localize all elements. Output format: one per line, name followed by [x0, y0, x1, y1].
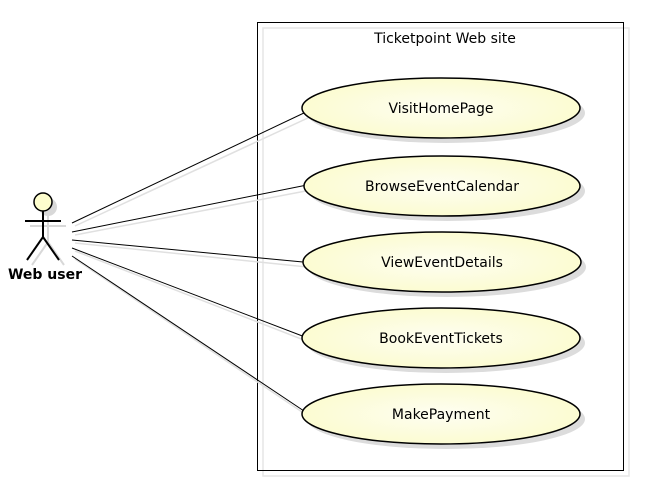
actor-web-user[interactable]: Web user [8, 192, 82, 283]
usecase-browse-event-calendar[interactable]: BrowseEventCalendar [303, 155, 585, 221]
usecase-visit-home-page[interactable]: VisitHomePage [301, 77, 585, 143]
actor-icon [25, 192, 61, 261]
usecase-label: ViewEventDetails [381, 255, 503, 271]
actor-label: Web user [8, 267, 82, 283]
use-cases: VisitHomePage BrowseEventCalendar ViewEv… [301, 77, 586, 449]
associations [71, 111, 312, 417]
association-line [71, 184, 312, 236]
usecase-label: BookEventTickets [379, 331, 503, 347]
usecase-book-event-tickets[interactable]: BookEventTickets [301, 307, 585, 373]
usecase-label: VisitHomePage [388, 101, 493, 117]
usecase-make-payment[interactable]: MakePayment [301, 383, 585, 449]
system-title: Ticketpoint Web site [373, 31, 516, 47]
usecase-view-event-details[interactable]: ViewEventDetails [302, 231, 586, 297]
usecase-label: MakePayment [392, 407, 491, 423]
system-boundary: Ticketpoint Web site [257, 22, 630, 477]
association-line [71, 239, 308, 268]
association-line [71, 255, 309, 417]
association-line [71, 247, 310, 343]
association-line [71, 111, 311, 227]
usecase-label: BrowseEventCalendar [365, 179, 519, 195]
